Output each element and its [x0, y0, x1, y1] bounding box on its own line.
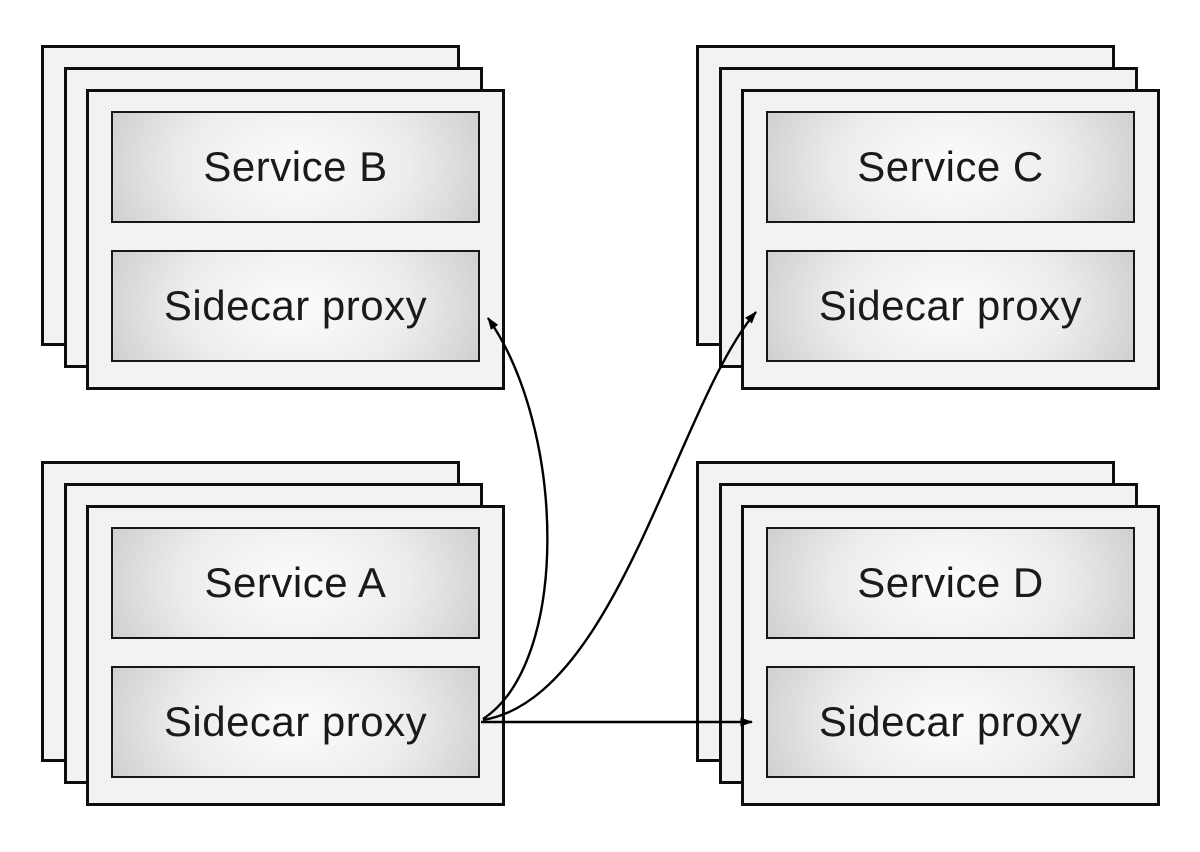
pod-card-service-a: Service A Sidecar proxy: [86, 505, 505, 806]
service-box: Service B: [111, 111, 480, 223]
sidecar-proxy-box: Sidecar proxy: [766, 250, 1135, 362]
node-service-d: Service D Sidecar proxy: [696, 461, 1160, 806]
node-service-b: Service B Sidecar proxy: [41, 45, 505, 390]
pod-card-service-c: Service C Sidecar proxy: [741, 89, 1160, 390]
service-box: Service C: [766, 111, 1135, 223]
sidecar-proxy-box: Sidecar proxy: [111, 666, 480, 778]
service-label: Service C: [857, 143, 1044, 190]
node-service-a: Service A Sidecar proxy: [41, 461, 505, 806]
service-label: Service D: [857, 559, 1044, 606]
service-label: Service A: [204, 559, 387, 606]
node-service-c: Service C Sidecar proxy: [696, 45, 1160, 390]
service-box: Service D: [766, 527, 1135, 639]
sidecar-proxy-label: Sidecar proxy: [163, 698, 428, 745]
pod-card-service-d: Service D Sidecar proxy: [741, 505, 1160, 806]
sidecar-proxy-label: Sidecar proxy: [818, 282, 1083, 329]
sidecar-proxy-box: Sidecar proxy: [766, 666, 1135, 778]
sidecar-proxy-label: Sidecar proxy: [818, 698, 1083, 745]
service-label: Service B: [203, 143, 388, 190]
pod-card-service-b: Service B Sidecar proxy: [86, 89, 505, 390]
service-box: Service A: [111, 527, 480, 639]
sidecar-proxy-box: Sidecar proxy: [111, 250, 480, 362]
sidecar-proxy-label: Sidecar proxy: [163, 282, 428, 329]
